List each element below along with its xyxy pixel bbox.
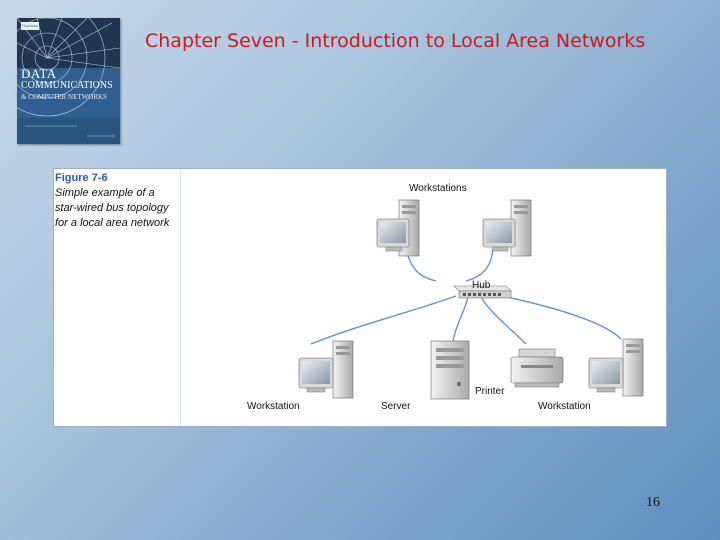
figure-caption-text: Simple example of a star-wired bus topol… (55, 187, 170, 229)
workstation-top-left (376, 199, 420, 257)
workstation-right (588, 338, 644, 397)
label-server: Server (381, 401, 411, 412)
cable-hub-workstation-left (310, 295, 457, 345)
book-cover-art (17, 18, 120, 144)
cable-hub-workstation-right (492, 293, 622, 340)
figure-divider (180, 169, 181, 426)
publisher-logo: Thomson (21, 22, 39, 30)
workstation-left (298, 340, 354, 399)
label-printer: Printer (475, 386, 505, 397)
server (430, 340, 470, 400)
page-number: 16 (646, 495, 660, 510)
figure-number: Figure 7-6 (55, 172, 108, 184)
label-workstations: Workstations (409, 183, 467, 194)
book-cover: Thomson DATA COMMUNICATIONS & COMPUTER N… (17, 18, 120, 144)
printer (510, 348, 564, 388)
book-title-line-3: & COMPUTER NETWORKS (21, 93, 107, 101)
book-title-line-2: COMMUNICATIONS (21, 80, 113, 91)
cable-hub-server (452, 295, 469, 342)
figure-panel: Figure 7-6 Simple example of a star-wire… (53, 168, 667, 427)
book-title-line-1: DATA (21, 66, 57, 81)
slide-title: Chapter Seven - Introduction to Local Ar… (145, 30, 646, 52)
label-workstation-left: Workstation (247, 401, 300, 412)
cable-hub-printer (480, 295, 527, 345)
figure-caption: Figure 7-6 Simple example of a star-wire… (55, 171, 179, 231)
workstation-top-right (482, 199, 532, 257)
label-hub: Hub (472, 280, 491, 291)
label-workstation-right: Workstation (538, 401, 591, 412)
cable-hub-workstation-top-right (465, 248, 494, 282)
hub-device (453, 285, 512, 299)
network-diagram (298, 199, 644, 400)
